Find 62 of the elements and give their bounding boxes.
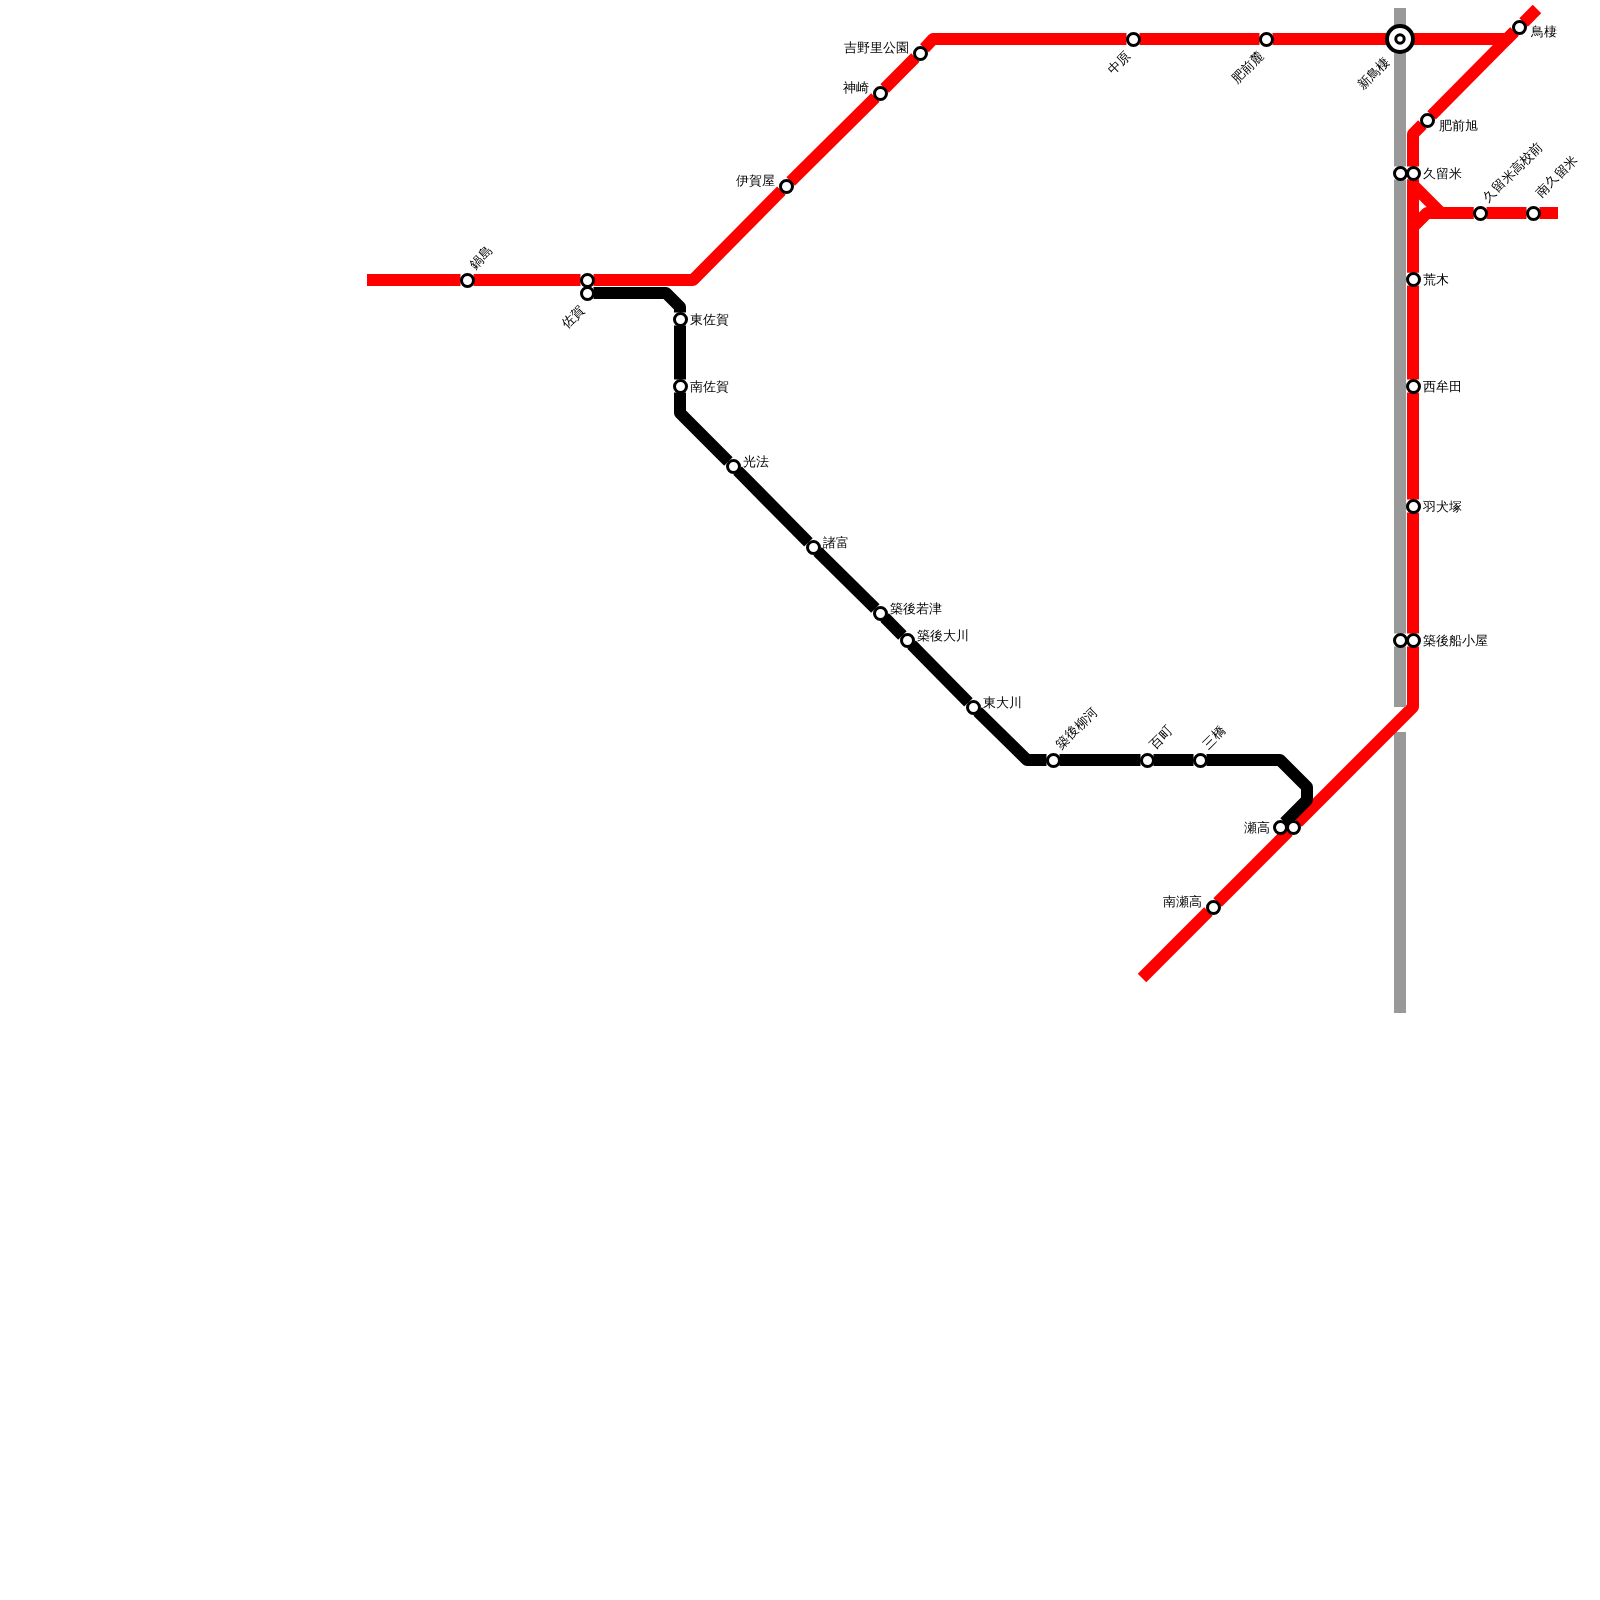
- rail-line-segment: [1394, 179, 1406, 634]
- rail-line-segment: [593, 287, 686, 313]
- interchange-marker: [1385, 24, 1415, 54]
- station-name: 南瀬高: [1163, 893, 1202, 909]
- rail-line-segment: [1427, 27, 1519, 120]
- rail-line-segment: [1059, 754, 1141, 766]
- rail-line-segment: [674, 392, 733, 466]
- station-name: 鳥棲: [1531, 23, 1557, 39]
- rail-line-segment: [1519, 4, 1542, 27]
- rail-line-segment: [920, 33, 1127, 53]
- station-name: 築後若津: [890, 600, 942, 616]
- rail-line-segment: [473, 274, 581, 286]
- station-name: 吉野里公園: [844, 39, 909, 55]
- rail-line-segment: [786, 93, 880, 186]
- rail-line-segment: [1394, 8, 1406, 25]
- rail-line-segment: [1539, 207, 1558, 219]
- rail-line-segment: [1407, 120, 1427, 167]
- station-name: 百町: [1146, 722, 1176, 752]
- rail-line-segment: [1486, 207, 1527, 219]
- rail-line-segment: [1407, 207, 1474, 273]
- rail-line-segment: [1153, 754, 1194, 766]
- rail-line-segment: [813, 547, 880, 613]
- rail-line-segment: [1407, 512, 1419, 634]
- rail-line-segment: [1272, 33, 1386, 45]
- station-name: 中原: [1104, 47, 1134, 77]
- station-name: 肥前旭: [1439, 117, 1478, 133]
- station-name: 伊賀屋: [736, 172, 775, 188]
- rail-line-segment: [880, 613, 907, 640]
- station-name: 肥前麓: [1228, 47, 1267, 86]
- station-name: 東大川: [983, 694, 1022, 710]
- rail-line-segment: [367, 274, 461, 286]
- rail-line-segment: [973, 707, 1047, 766]
- rail-line-segment: [1139, 33, 1260, 45]
- rail-line-segment: [1394, 53, 1406, 167]
- rail-line-segment: [674, 325, 686, 380]
- rail-line-segment: [593, 186, 786, 286]
- station-name: 東佐賀: [690, 311, 729, 327]
- station-name: 南佐賀: [690, 378, 729, 394]
- station-name: 築後柳河: [1052, 703, 1101, 752]
- rail-line-segment: [1137, 907, 1213, 983]
- station-name: 光法: [743, 453, 769, 469]
- station-name: 荒木: [1423, 271, 1449, 287]
- station-name: 諸富: [823, 534, 849, 550]
- rail-line-segment: [880, 53, 920, 93]
- station-name: 西牟田: [1423, 378, 1462, 394]
- station-name: 新鳥棲: [1354, 53, 1393, 92]
- station-name: 築後船小屋: [1423, 632, 1488, 648]
- rail-line-segment: [907, 640, 973, 707]
- rail-line-segment: [1394, 646, 1406, 707]
- rail-line-segment: [1407, 392, 1419, 500]
- station-name: 三橋: [1199, 722, 1229, 752]
- station-name: 羽犬塚: [1423, 498, 1462, 514]
- station-name: 鍋島: [466, 242, 496, 272]
- rail-line-segment: [1293, 646, 1419, 827]
- rail-line-segment: [1407, 285, 1419, 380]
- rail-line-segment: [733, 466, 813, 547]
- station-marker: [1272, 819, 1288, 835]
- station-name: 瀬高: [1244, 819, 1270, 835]
- station-name: 久留米: [1423, 165, 1462, 181]
- station-name: 神崎: [843, 79, 869, 95]
- station-name: 築後大川: [917, 627, 969, 643]
- station-name: 佐賀: [558, 301, 588, 331]
